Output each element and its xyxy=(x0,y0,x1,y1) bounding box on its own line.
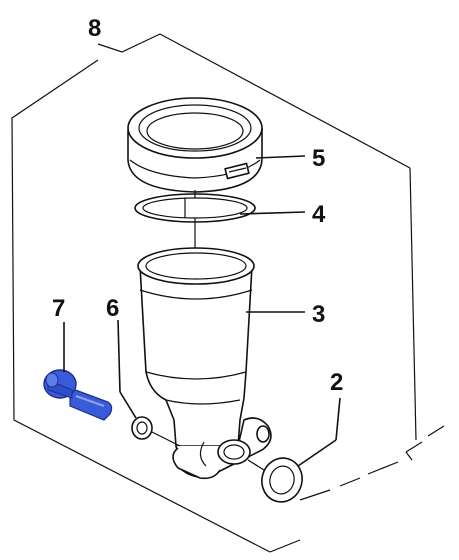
cup-body-part-3 xyxy=(137,247,272,480)
small-oring-part-6 xyxy=(131,416,153,440)
callout-7: 7 xyxy=(52,295,65,322)
screw-part-7 xyxy=(43,369,113,421)
assembly-boundary xyxy=(11,33,445,553)
callout-8: 8 xyxy=(88,15,101,42)
callout-2: 2 xyxy=(330,369,343,396)
cap-part-5 xyxy=(127,97,263,193)
callout-4: 4 xyxy=(312,201,326,228)
callout-6: 6 xyxy=(106,295,119,322)
callout-3: 3 xyxy=(312,301,325,328)
seal-ring-part-4 xyxy=(134,193,256,223)
oring-part-2 xyxy=(261,457,303,503)
callout-5: 5 xyxy=(312,145,325,172)
